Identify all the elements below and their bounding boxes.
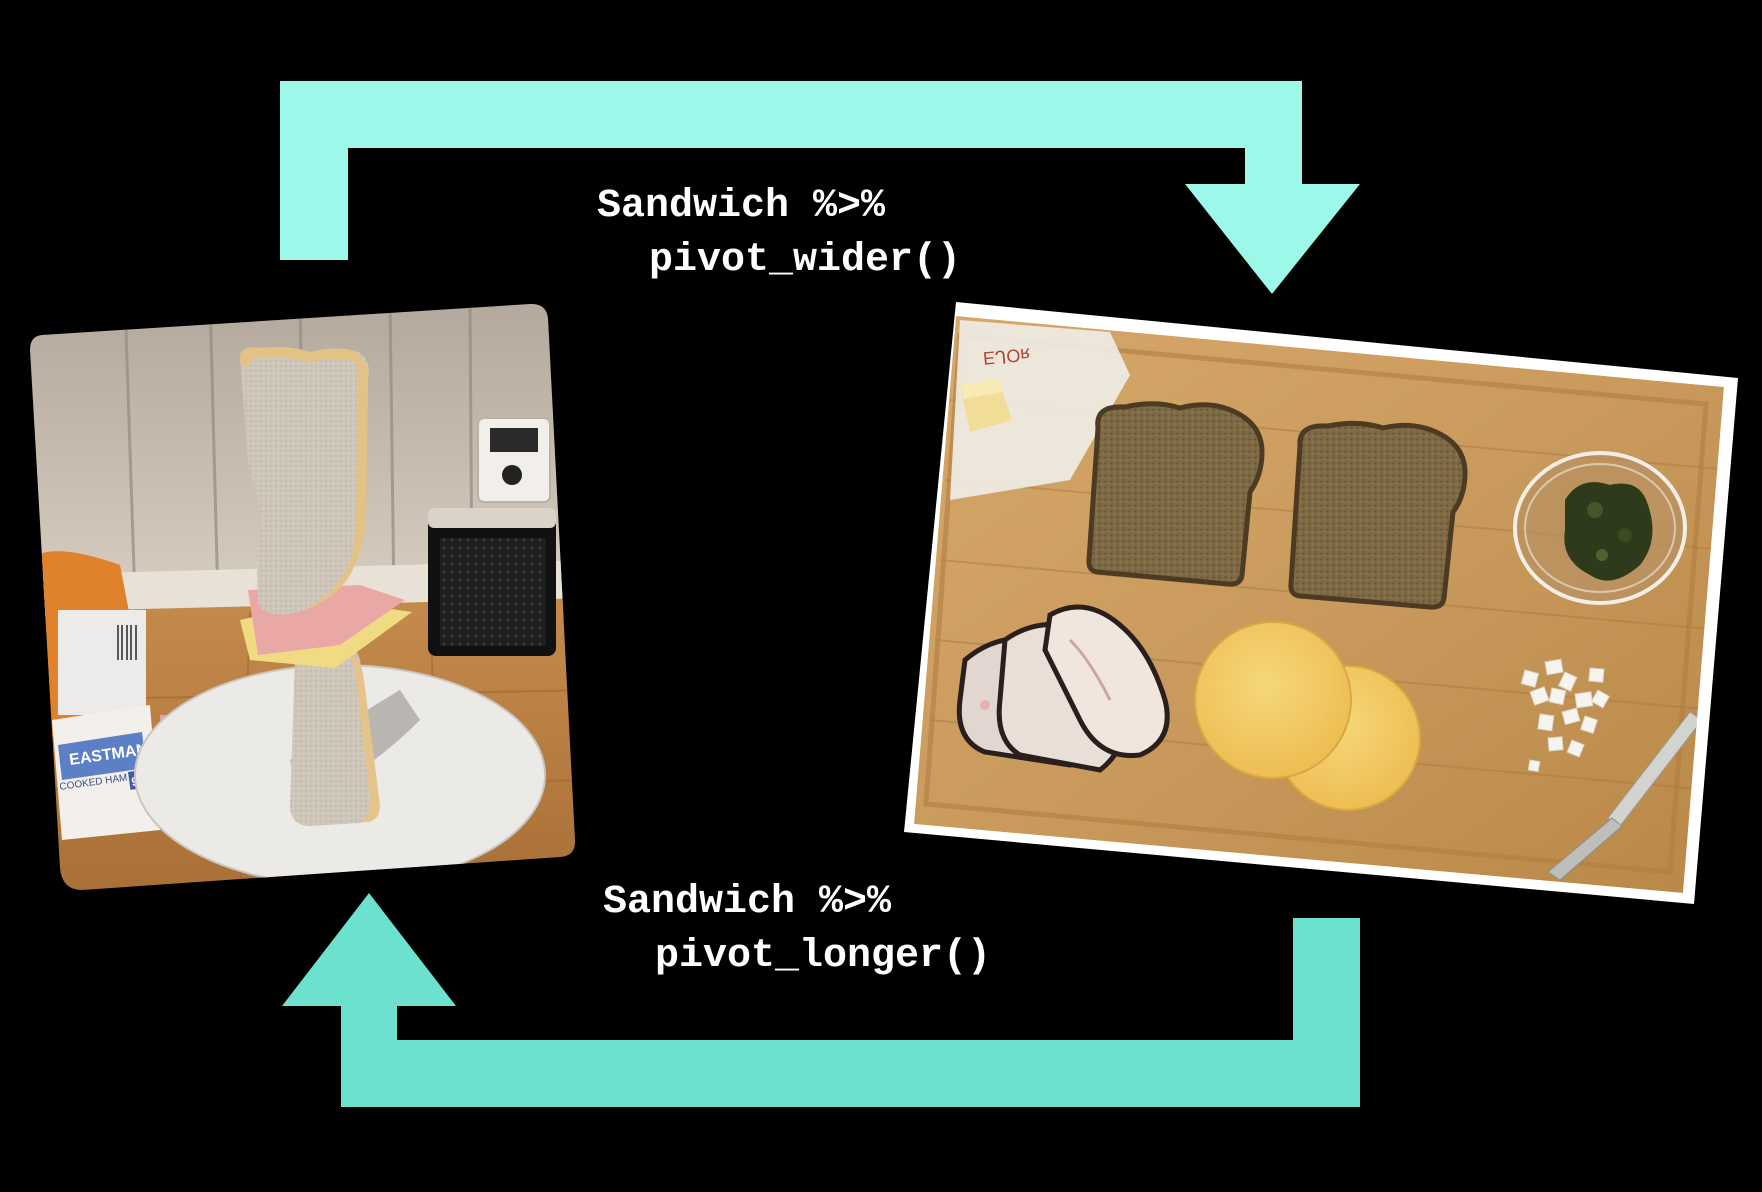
code-line-2: pivot_longer()	[655, 934, 992, 979]
deconstructed-sandwich-photo: ᴙOᒐƎ	[904, 302, 1738, 904]
pesto-bowl	[1513, 451, 1687, 605]
wider-arrow	[280, 81, 1360, 294]
cheese-slices	[1194, 621, 1421, 811]
stacked-sandwich-photo: EASTMAN COOKED HAM 9	[30, 303, 576, 890]
code-line-2: pivot_wider()	[649, 238, 962, 283]
code-line-1: Sandwich %>%	[597, 184, 886, 229]
pivot-longer-code: Sandwich %>% pivot_longer()	[603, 876, 991, 984]
turkey-slices	[956, 604, 1170, 773]
knife	[1547, 711, 1703, 881]
pivot-wider-code: Sandwich %>% pivot_wider()	[597, 180, 961, 288]
bread-bag	[30, 551, 150, 740]
chopped-onion	[1520, 658, 1610, 773]
code-line-1: Sandwich %>%	[603, 880, 892, 925]
space-heater	[428, 508, 556, 656]
longer-arrow	[282, 893, 1360, 1107]
svg-text:ᴙOᒐƎ: ᴙOᒐƎ	[982, 344, 1031, 368]
